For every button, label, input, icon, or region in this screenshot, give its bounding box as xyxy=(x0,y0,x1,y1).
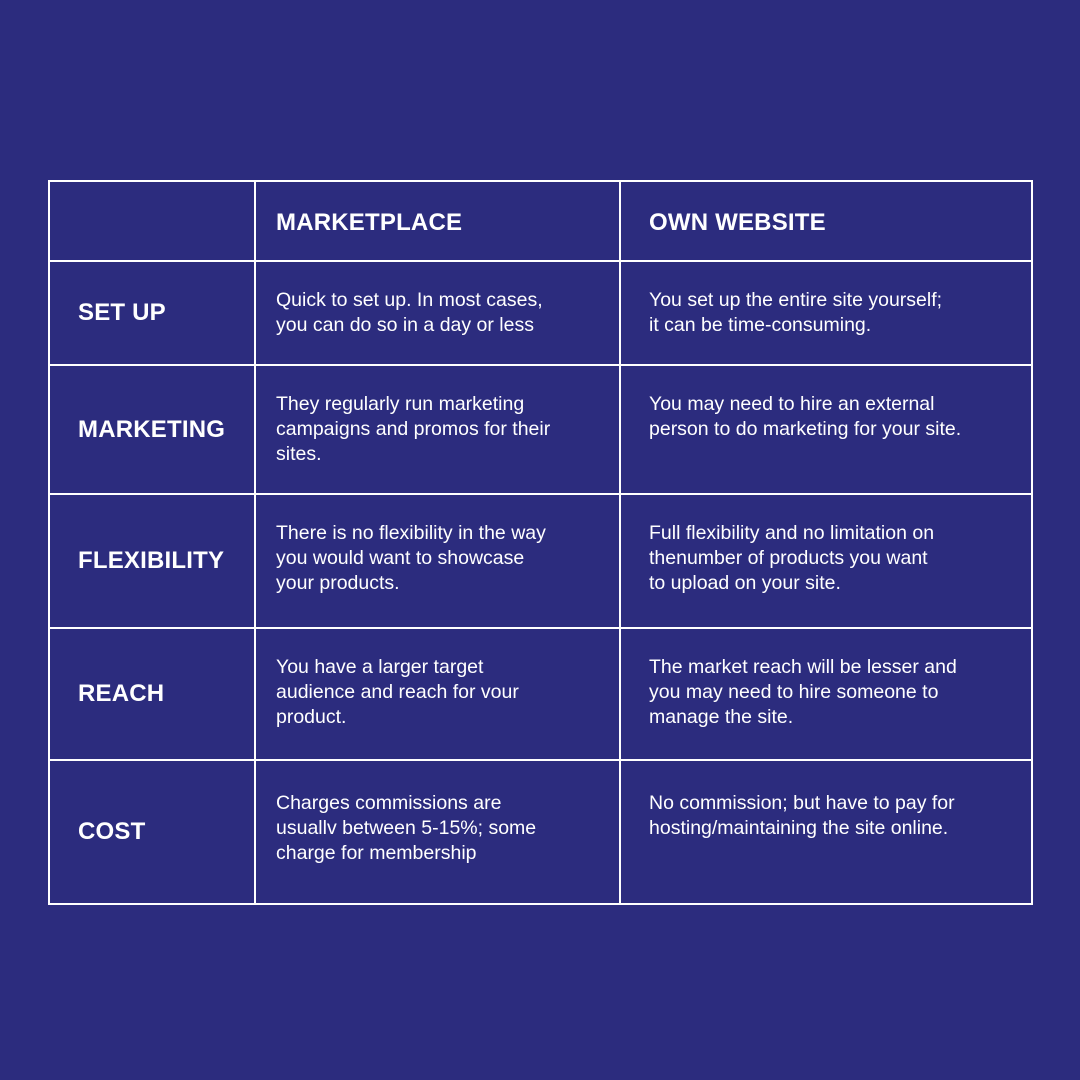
header-marketplace-label: MARKETPLACE xyxy=(276,209,463,236)
own-website-cell: No commission; but have to pay for hosti… xyxy=(619,759,1033,905)
marketplace-text: There is no flexibility in the way you w… xyxy=(276,522,546,594)
row-label-cell: FLEXIBILITY xyxy=(48,493,256,629)
row-label: MARKETING xyxy=(78,415,226,443)
table-row: MARKETING They regularly run marketing c… xyxy=(48,364,1033,495)
marketplace-cell: Quick to set up. In most cases, you can … xyxy=(254,260,621,366)
marketplace-text: You have a larger target audience and re… xyxy=(276,656,519,728)
header-own-website: OWN WEBSITE xyxy=(619,180,1033,262)
marketplace-text: They regularly run marketing campaigns a… xyxy=(276,393,551,465)
own-website-text: You may need to hire an external person … xyxy=(649,393,962,440)
own-website-cell: The market reach will be lesser and you … xyxy=(619,627,1033,761)
row-label: COST xyxy=(78,818,146,845)
marketplace-cell: Charges commissions are usuallv between … xyxy=(254,759,621,905)
row-label: FLEXIBILITY xyxy=(78,547,225,574)
row-label: REACH xyxy=(78,680,165,707)
table-row: FLEXIBILITY There is no flexibility in t… xyxy=(48,493,1033,629)
own-website-cell: Full flexibility and no limitation on th… xyxy=(619,493,1033,629)
row-label-cell: COST xyxy=(48,759,256,905)
marketplace-cell: You have a larger target audience and re… xyxy=(254,627,621,761)
own-website-text: The market reach will be lesser and you … xyxy=(649,656,957,728)
row-label-cell: REACH xyxy=(48,627,256,761)
own-website-cell: You may need to hire an external person … xyxy=(619,364,1033,495)
own-website-text: No commission; but have to pay for hosti… xyxy=(649,792,955,839)
table-row: REACH You have a larger target audience … xyxy=(48,627,1033,761)
comparison-table: MARKETPLACE OWN WEBSITE SET UP Quick to … xyxy=(48,180,1033,905)
header-empty-cell xyxy=(48,180,256,262)
own-website-text: You set up the entire site yourself; it … xyxy=(649,289,943,336)
own-website-cell: You set up the entire site yourself; it … xyxy=(619,260,1033,366)
marketplace-cell: They regularly run marketing campaigns a… xyxy=(254,364,621,495)
row-label: SET UP xyxy=(78,299,166,326)
row-label-cell: SET UP xyxy=(48,260,256,366)
table-row: SET UP Quick to set up. In most cases, y… xyxy=(48,260,1033,366)
marketplace-text: Quick to set up. In most cases, you can … xyxy=(276,289,543,336)
marketplace-cell: There is no flexibility in the way you w… xyxy=(254,493,621,629)
table-header-row: MARKETPLACE OWN WEBSITE xyxy=(48,180,1033,262)
header-label xyxy=(50,182,254,209)
marketplace-text: Charges commissions are usuallv between … xyxy=(276,792,537,864)
header-marketplace: MARKETPLACE xyxy=(254,180,621,262)
table-row: COST Charges commissions are usuallv bet… xyxy=(48,759,1033,905)
header-own-website-label: OWN WEBSITE xyxy=(649,209,826,236)
own-website-text: Full flexibility and no limitation on th… xyxy=(649,522,935,594)
row-label-cell: MARKETING xyxy=(48,364,256,495)
